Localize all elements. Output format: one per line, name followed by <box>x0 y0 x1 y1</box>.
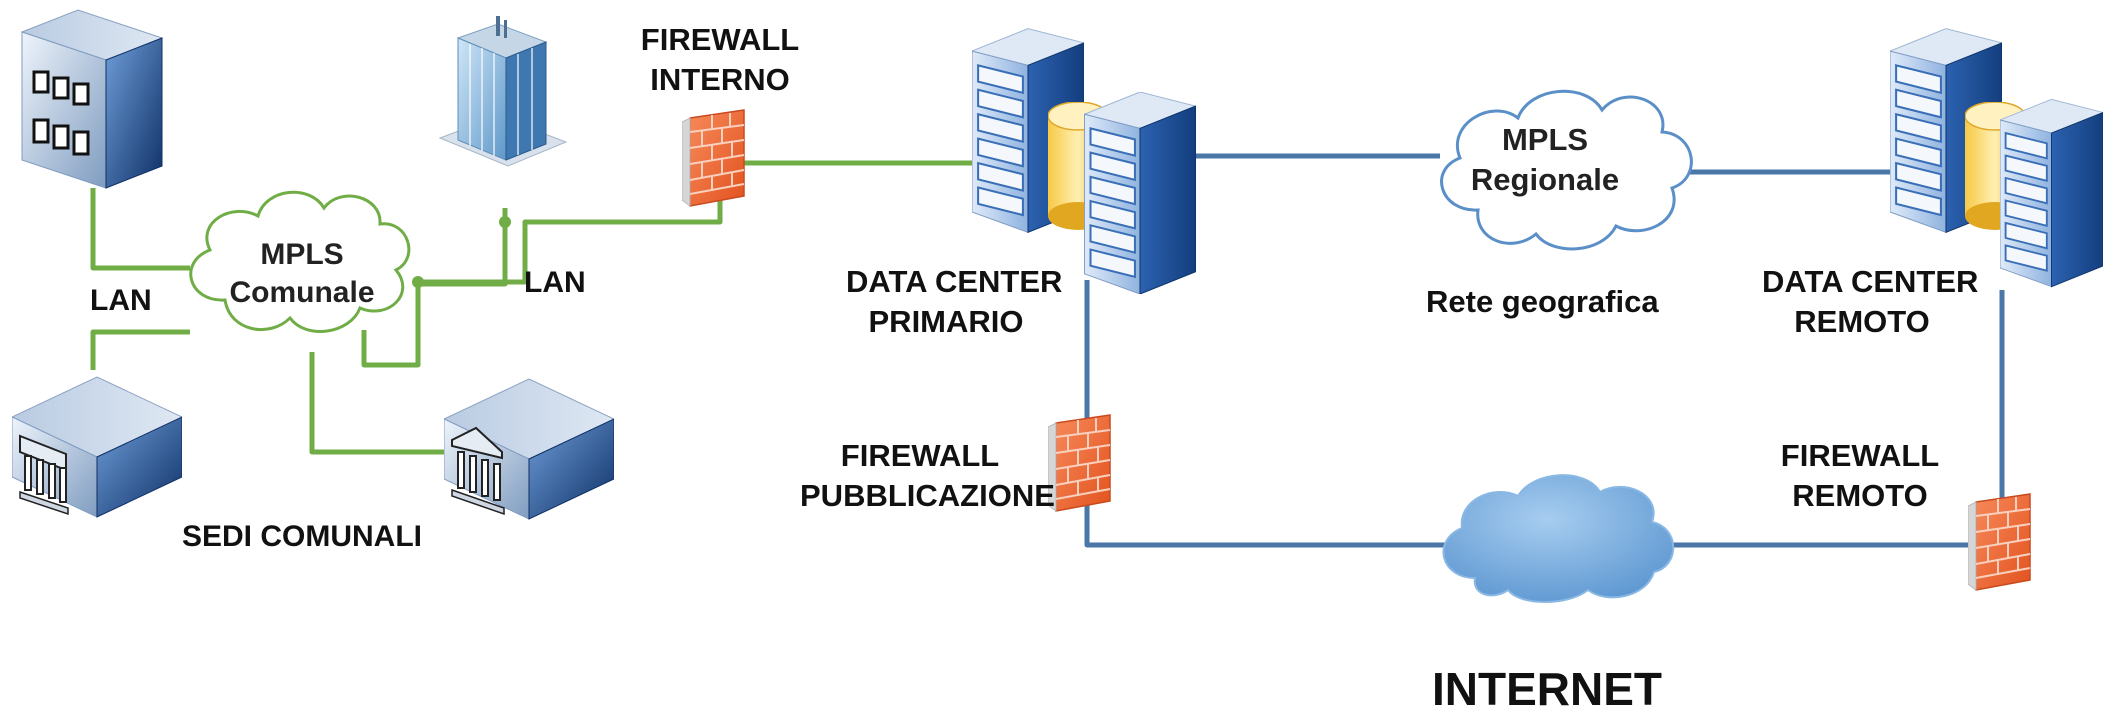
data-center-remoto-line2: REMOTO <box>1794 303 1930 339</box>
wan-links <box>1084 153 2005 548</box>
firewall-remoto-icon <box>1968 492 2032 592</box>
firewall-interno-line2: INTERNO <box>650 61 790 97</box>
cloud-mpls-regionale <box>1440 89 1693 251</box>
data-center-remoto-line1: DATA CENTER <box>1762 264 1979 299</box>
cloud-mpls-comunale <box>189 190 411 333</box>
mpls-regionale-line1: MPLS <box>1501 122 1589 157</box>
mpls-comunale-line1: MPLS <box>260 238 344 271</box>
lan-right-label: LAN <box>524 266 586 299</box>
office-building-icon <box>20 9 164 189</box>
cloud-internet <box>1442 474 1675 603</box>
town-hall-icon <box>444 378 614 520</box>
mpls-regionale-label: MPLS Regionale <box>1465 120 1625 199</box>
firewall-pubblicazione-line1: FIREWALL <box>840 438 1000 473</box>
firewall-pubblicazione-label: FIREWALL PUBBLICAZIONE <box>800 436 1055 515</box>
mpls-comunale-label: MPLS Comunale <box>222 236 382 313</box>
server-icon <box>2000 98 2103 288</box>
firewall-pubblicazione-icon <box>1048 413 1112 513</box>
firewall-interno-label: FIREWALL INTERNO <box>640 20 800 99</box>
firewall-remoto-line1: FIREWALL <box>1780 438 1940 473</box>
firewall-pubblicazione-line2: PUBBLICAZIONE <box>800 477 1055 513</box>
data-center-remoto-icon <box>1890 28 2103 288</box>
mpls-comunale-line2: Comunale <box>229 276 375 310</box>
firewall-interno-icon <box>682 108 746 208</box>
firewall-remoto-label: FIREWALL REMOTO <box>1770 436 1950 515</box>
mpls-regionale-line2: Regionale <box>1470 161 1620 197</box>
data-center-primario-line2: PRIMARIO <box>868 303 1024 339</box>
lan-left-label: LAN <box>90 284 152 317</box>
data-center-primario-icon <box>972 28 1196 294</box>
data-center-primario-line1: DATA CENTER <box>846 264 1063 299</box>
skyscraper-icon <box>438 16 568 167</box>
internet-label: INTERNET <box>1432 663 1662 715</box>
rete-geografica-label: Rete geografica <box>1426 284 1659 319</box>
firewall-interno-line1: FIREWALL <box>640 22 800 57</box>
town-hall-icon <box>12 376 182 518</box>
data-center-remoto-label: DATA CENTER REMOTO <box>1762 262 1979 341</box>
data-center-primario-label: DATA CENTER PRIMARIO <box>846 262 1063 341</box>
firewall-remoto-line2: REMOTO <box>1792 477 1928 513</box>
lan-junctions <box>412 216 511 288</box>
sedi-comunali-label: SEDI COMUNALI <box>182 520 422 553</box>
server-icon <box>1084 92 1196 294</box>
